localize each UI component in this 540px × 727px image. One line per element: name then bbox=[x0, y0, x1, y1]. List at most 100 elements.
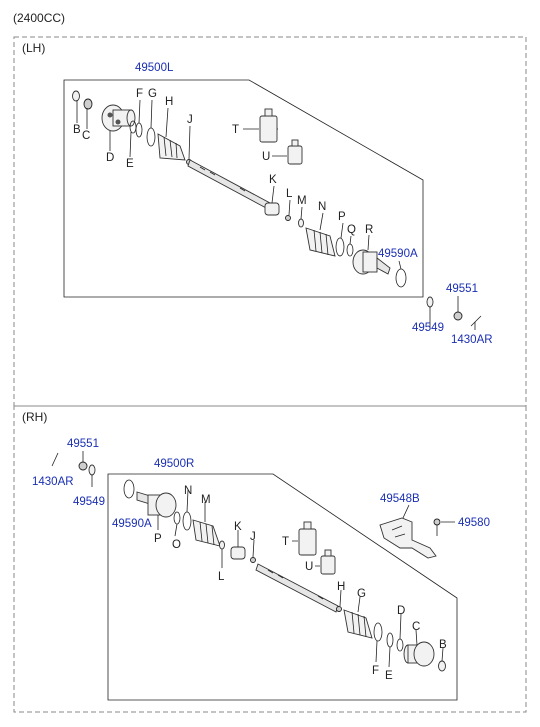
lh-label-h[interactable]: H bbox=[165, 96, 173, 108]
rh-shaft bbox=[255, 563, 339, 613]
rh-label-49590a[interactable]: 49590A bbox=[112, 518, 152, 530]
lh-label-r[interactable]: R bbox=[365, 224, 373, 236]
rh-bracket-leaders bbox=[402, 504, 455, 523]
rh-label-49580[interactable]: 49580 bbox=[458, 517, 490, 529]
rh-label-j[interactable]: J bbox=[250, 531, 256, 543]
rh-assembly-outline bbox=[107, 473, 458, 701]
rh-label-1430ar[interactable]: 1430AR bbox=[32, 476, 74, 488]
rh-loose-leaders bbox=[82, 451, 93, 487]
rh-part-e-band bbox=[386, 632, 394, 648]
lh-label-t[interactable]: T bbox=[232, 124, 239, 136]
rh-part-h-clip bbox=[336, 606, 342, 612]
lh-part-49551-nut bbox=[453, 311, 463, 321]
lh-part-f-band bbox=[135, 122, 143, 138]
rh-part-49548b-bracket bbox=[379, 517, 437, 559]
lh-label-n[interactable]: N bbox=[318, 201, 326, 213]
rh-label-c[interactable]: C bbox=[412, 621, 420, 633]
rh-part-o-band bbox=[173, 511, 181, 525]
rh-label-d[interactable]: D bbox=[397, 605, 405, 617]
rh-part-k-damper bbox=[230, 546, 246, 560]
lh-label-p[interactable]: P bbox=[338, 211, 346, 223]
lh-label-49549[interactable]: 49549 bbox=[412, 322, 444, 334]
lh-part-n-boot bbox=[305, 227, 336, 257]
lh-part-r-outer-joint bbox=[352, 249, 391, 275]
lh-label-49551[interactable]: 49551 bbox=[446, 283, 478, 295]
rh-part-u-grease bbox=[320, 549, 336, 575]
rh-label-h[interactable]: H bbox=[337, 581, 345, 593]
rh-part-g-boot bbox=[343, 609, 373, 639]
lh-assembly-outline bbox=[63, 79, 424, 298]
rh-part-p-outer-joint bbox=[136, 491, 177, 518]
lh-label-m[interactable]: M bbox=[297, 195, 307, 207]
lh-part-t-grease bbox=[259, 108, 278, 143]
rh-part-n-clamp bbox=[182, 511, 192, 531]
rh-part-49590a-ring bbox=[123, 479, 135, 499]
rh-label-49548b[interactable]: 49548B bbox=[380, 493, 420, 505]
rh-label-n[interactable]: N bbox=[184, 485, 192, 497]
rh-label-49551[interactable]: 49551 bbox=[67, 438, 99, 450]
lh-label-f[interactable]: F bbox=[136, 88, 143, 100]
lh-label-j[interactable]: J bbox=[187, 114, 193, 126]
rh-label-e[interactable]: E bbox=[385, 670, 393, 682]
rh-leaders bbox=[157, 489, 444, 668]
lh-part-b-ring bbox=[72, 90, 80, 102]
rh-assembly-number[interactable]: 49500R bbox=[154, 458, 194, 470]
rh-assembly: 49500R 49551 1430AR 49549 bbox=[32, 438, 490, 701]
rh-part-49549-washer bbox=[88, 464, 96, 476]
rh-label-o[interactable]: O bbox=[172, 539, 181, 551]
lh-shaft bbox=[187, 159, 271, 210]
rh-part-1430ar-pin bbox=[51, 452, 59, 467]
lh-label-l[interactable]: L bbox=[286, 188, 293, 200]
lh-label-g[interactable]: G bbox=[148, 88, 157, 100]
lh-part-d-cv-joint bbox=[101, 104, 136, 132]
rh-label-b[interactable]: B bbox=[439, 639, 447, 651]
lh-part-q-band bbox=[346, 243, 354, 257]
lh-part-49590a-ring bbox=[395, 268, 407, 288]
rh-part-49580-bolt bbox=[433, 518, 441, 536]
lh-section-title: (LH) bbox=[22, 41, 45, 55]
rh-part-l-band bbox=[219, 540, 225, 550]
lh-assembly: 49500L bbox=[63, 62, 493, 346]
lh-part-49549-washer bbox=[426, 296, 434, 308]
rh-section-frame bbox=[13, 405, 527, 713]
lh-label-49590a[interactable]: 49590A bbox=[378, 248, 418, 260]
rh-label-p[interactable]: P bbox=[154, 533, 162, 545]
lh-label-k[interactable]: K bbox=[269, 174, 277, 186]
rh-label-49549[interactable]: 49549 bbox=[73, 496, 105, 508]
lh-part-l-clip bbox=[285, 215, 291, 221]
rh-label-u[interactable]: U bbox=[305, 561, 313, 573]
lh-part-k-damper bbox=[264, 202, 280, 216]
lh-leaders bbox=[76, 99, 476, 330]
lh-part-h-boot bbox=[157, 133, 186, 161]
lh-label-d[interactable]: D bbox=[106, 152, 114, 164]
lh-part-1430ar-pin bbox=[470, 315, 482, 327]
rh-label-f[interactable]: F bbox=[372, 665, 379, 677]
lh-grease-leaders bbox=[243, 128, 287, 157]
rh-part-j-clip bbox=[250, 557, 256, 563]
rh-part-d-clip bbox=[396, 638, 404, 652]
rh-label-k[interactable]: K bbox=[234, 521, 242, 533]
rh-label-l[interactable]: L bbox=[218, 571, 225, 583]
rh-part-c-cv-joint bbox=[403, 641, 435, 667]
lh-label-1430ar[interactable]: 1430AR bbox=[451, 334, 493, 346]
lh-label-c[interactable]: C bbox=[82, 130, 90, 142]
rh-label-t[interactable]: T bbox=[282, 536, 289, 548]
lh-part-c-washer bbox=[83, 98, 93, 110]
rh-part-49551-nut bbox=[78, 461, 88, 471]
lh-assembly-number[interactable]: 49500L bbox=[135, 62, 174, 74]
lh-label-u[interactable]: U bbox=[262, 151, 270, 163]
rh-part-f-clamp bbox=[373, 622, 383, 642]
lh-part-g-clamp bbox=[146, 127, 156, 147]
lh-part-m-band bbox=[298, 218, 304, 228]
rh-label-m[interactable]: M bbox=[201, 494, 211, 506]
engine-label: (2400CC) bbox=[13, 11, 65, 25]
rh-part-b-ring bbox=[438, 660, 446, 672]
lh-label-q[interactable]: Q bbox=[347, 224, 356, 236]
rh-part-t-grease bbox=[298, 521, 317, 556]
lh-label-b[interactable]: B bbox=[73, 124, 81, 136]
lh-part-u-grease bbox=[287, 139, 303, 165]
lh-label-e[interactable]: E bbox=[126, 158, 134, 170]
lh-part-p-clamp bbox=[335, 237, 345, 257]
rh-label-g[interactable]: G bbox=[357, 588, 366, 600]
